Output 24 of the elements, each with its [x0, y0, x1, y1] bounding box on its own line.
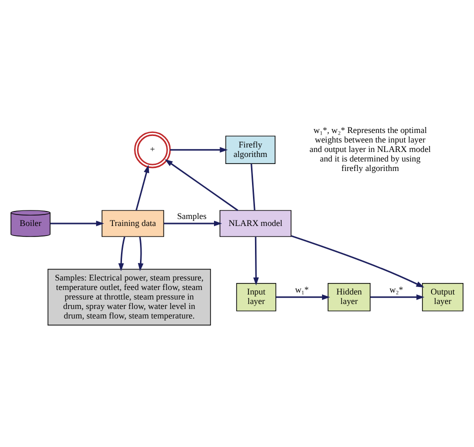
node-circle: + [134, 131, 171, 168]
arrow [276, 294, 330, 300]
arrow [370, 294, 424, 300]
node-box: Training data [102, 210, 164, 237]
connector [250, 164, 256, 210]
arrow [136, 164, 150, 210]
edge-label: w₂* [389, 284, 404, 295]
node-box: Output layer [422, 283, 464, 312]
node-box: NLARX model [220, 210, 292, 237]
arrow [164, 159, 238, 211]
edge-label: w₁* [295, 284, 309, 295]
node-box: Input layer [236, 283, 276, 312]
arrow [170, 147, 228, 153]
node-box: Samples: Electrical power, steam pressure, temperature outlet, feed water flow, steam pressure at throttle, steam pressure in drum, spray water flow, water level in drum, steam flow, steam temperature. [48, 268, 211, 326]
arrow [50, 220, 104, 226]
arrow [164, 220, 222, 226]
arrow [291, 235, 424, 288]
node-box: Firefly algorithm [225, 136, 276, 164]
edge-label: Samples [177, 210, 207, 221]
label: w₁*, w₂* Represents the optimal weights between the input layer and output layer in NLARX model and it is determined by using firefly algorithm [309, 125, 431, 173]
node-box: Hidden layer [328, 283, 371, 312]
arrow [138, 236, 144, 272]
arrow [118, 236, 126, 272]
arrow [253, 236, 259, 286]
